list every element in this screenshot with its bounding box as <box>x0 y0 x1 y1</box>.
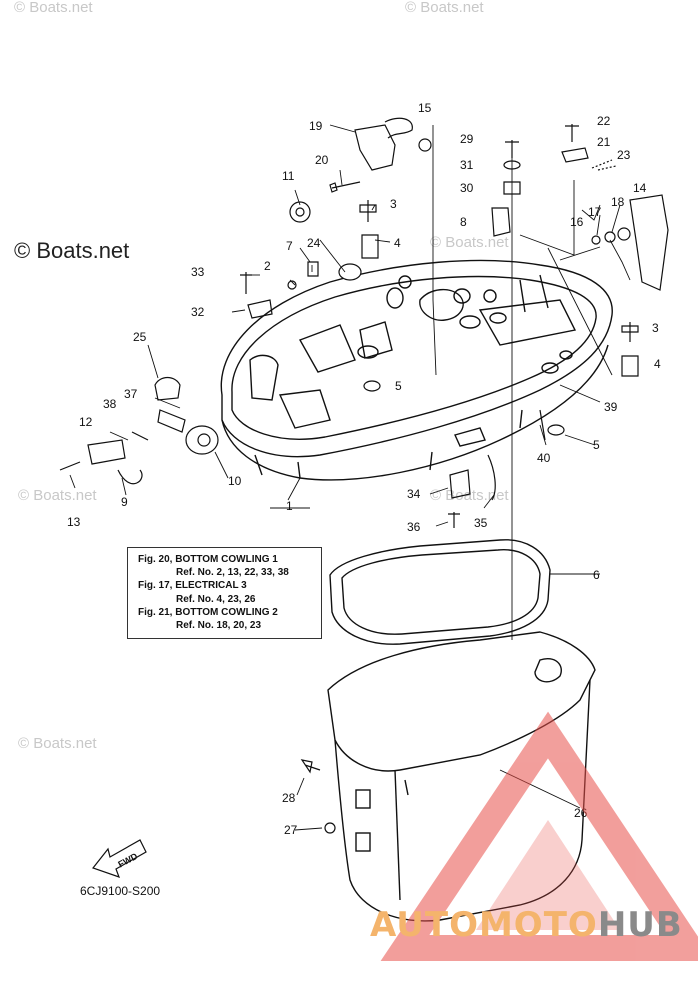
callout-3: 3 <box>390 197 397 211</box>
callout-10: 10 <box>228 474 242 488</box>
callout-5: 5 <box>395 379 402 393</box>
callout-36: 36 <box>407 520 421 534</box>
callout-15: 15 <box>418 101 432 115</box>
callout-32: 32 <box>191 305 205 319</box>
callout-13: 13 <box>67 515 81 529</box>
callout-11: 11 <box>282 169 295 183</box>
reference-box: Fig. 20, BOTTOM COWLING 1 Ref. No. 2, 13… <box>127 547 322 639</box>
diagram-code: 6CJ9100-S200 <box>80 884 161 898</box>
callout-6: 6 <box>593 568 600 582</box>
brand-logo-icon <box>380 711 698 961</box>
watermark-faint: © Boats.net <box>430 487 509 504</box>
callout-28: 28 <box>282 791 296 805</box>
callout-35: 35 <box>474 516 488 530</box>
callout-4: 4 <box>394 236 401 250</box>
watermark-faint: © Boats.net <box>18 735 97 752</box>
fwd-arrow: FWD <box>92 839 147 878</box>
leader-lines <box>69 124 631 831</box>
callout-4: 4 <box>654 357 661 371</box>
callout-16: 16 <box>570 215 584 229</box>
callout-33: 33 <box>191 265 205 279</box>
callout-3: 3 <box>652 321 659 335</box>
callout-7: 7 <box>286 239 293 253</box>
ref-line-ref: Ref. No. 18, 20, 23 <box>176 620 262 632</box>
callout-30: 30 <box>460 181 474 195</box>
watermark-main: © Boats.net <box>14 238 129 263</box>
watermark-faint: © Boats.net <box>14 0 93 16</box>
watermark-faint: © Boats.net <box>405 0 484 16</box>
brand-part-2: HUB <box>597 905 683 945</box>
callout-9: 9 <box>121 495 128 509</box>
watermark-faint: © Boats.net <box>18 487 97 504</box>
callout-23: 23 <box>617 148 631 162</box>
callout-37: 37 <box>124 387 138 401</box>
callout-34: 34 <box>407 487 421 501</box>
ref-line-ref: Ref. No. 2, 13, 22, 33, 38 <box>176 567 289 579</box>
callout-labels: 1 2 3 3 4 4 5 5 6 7 8 9 10 11 12 13 14 1… <box>67 101 661 837</box>
callout-5: 5 <box>593 438 600 452</box>
callout-18: 18 <box>611 195 625 209</box>
callout-2: 2 <box>264 259 271 273</box>
ref-line-fig: Fig. 17, ELECTRICAL 3 <box>138 580 247 592</box>
callout-29: 29 <box>460 132 474 146</box>
callout-38: 38 <box>103 397 117 411</box>
callout-17: 17 <box>588 205 602 219</box>
watermark-faint: © Boats.net <box>430 234 509 251</box>
callout-14: 14 <box>633 181 647 195</box>
callout-40: 40 <box>537 451 551 465</box>
ref-line-fig: Fig. 21, BOTTOM COWLING 2 <box>138 606 278 618</box>
brand-wordmark: AUTOMOTOHUB <box>370 905 683 945</box>
callout-31: 31 <box>460 158 474 172</box>
callout-1: 1 <box>286 499 293 513</box>
cowling-gasket <box>329 539 551 645</box>
callout-8: 8 <box>460 215 467 229</box>
callout-22: 22 <box>597 114 611 128</box>
callout-19: 19 <box>309 119 323 133</box>
callout-39: 39 <box>604 400 618 414</box>
callout-24: 24 <box>307 236 321 250</box>
callout-25: 25 <box>133 330 147 344</box>
lower-cowling <box>327 631 596 922</box>
ref-line-fig: Fig. 20, BOTTOM COWLING 1 <box>138 554 278 565</box>
callout-20: 20 <box>315 153 329 167</box>
small-parts <box>59 117 669 834</box>
bottom-cowling-tray <box>220 259 613 481</box>
brand-part-1: AUTOMOTO <box>370 905 598 945</box>
ref-line-ref: Ref. No. 4, 23, 26 <box>176 593 256 605</box>
callout-12: 12 <box>79 415 93 429</box>
callout-21: 21 <box>597 135 611 149</box>
callout-27: 27 <box>284 823 298 837</box>
